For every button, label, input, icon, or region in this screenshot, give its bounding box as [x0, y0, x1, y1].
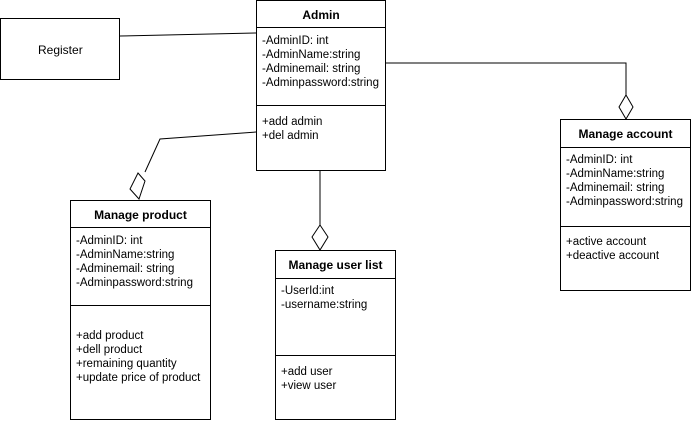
admin-attributes: -AdminID: int -AdminName:string -Adminem… — [262, 34, 383, 90]
attribute: -Adminpassword:string — [566, 196, 683, 208]
manage-user-list-title: Manage user list — [288, 258, 383, 272]
admin-class-divider — [257, 105, 385, 106]
register-label: Register — [38, 43, 83, 57]
manage-account-class: Manage account -AdminID: int -AdminName:… — [560, 119, 691, 291]
attribute: -username:string — [281, 299, 368, 311]
manage-product-divider — [71, 227, 210, 228]
manage-product-methods: +add product +dell product +remaining qu… — [76, 329, 208, 385]
admin-methods: +add admin +del admin — [262, 115, 383, 143]
method: +update price of product — [76, 372, 201, 384]
attribute: -UserId:int — [281, 285, 335, 297]
manage-product-class: Manage product -AdminID: int -AdminName:… — [70, 200, 211, 420]
method: +dell product — [76, 344, 143, 356]
manage-account-methods: +active account +deactive account — [566, 235, 688, 263]
admin-account-line — [385, 62, 627, 95]
manage-user-list-divider — [276, 355, 395, 356]
admin-class-title: Admin — [302, 8, 340, 22]
attribute: -AdminID: int — [76, 235, 143, 247]
method: +deactive account — [566, 250, 660, 262]
manage-account-divider — [561, 147, 690, 148]
attribute: -AdminName:string — [566, 168, 665, 180]
attribute: -Adminemail: string — [566, 182, 665, 194]
method: +del admin — [262, 130, 319, 142]
manage-product-divider — [71, 305, 210, 306]
manage-user-list-methods: +add user +view user — [281, 365, 393, 393]
admin-class: Admin -AdminID: int -AdminName:string -A… — [256, 0, 386, 171]
admin-product-line — [144, 131, 257, 173]
manage-product-attributes: -AdminID: int -AdminName:string -Adminem… — [76, 234, 208, 290]
manage-user-list-attributes: -UserId:int -username:string — [281, 284, 393, 312]
product-aggregation-diamond — [129, 172, 146, 200]
method: +active account — [566, 236, 647, 248]
method: +remaining quantity — [76, 358, 177, 370]
manage-account-divider — [561, 226, 690, 227]
attribute: -AdminID: int — [262, 35, 329, 47]
method: +add user — [281, 366, 333, 378]
attribute: -AdminID: int — [566, 154, 633, 166]
admin-class-divider — [257, 27, 385, 28]
manage-user-list-class: Manage user list -UserId:int -username:s… — [275, 250, 396, 420]
manage-account-attributes: -AdminID: int -AdminName:string -Adminem… — [566, 153, 688, 209]
attribute: -Adminpassword:string — [262, 77, 379, 89]
attribute: -AdminName:string — [262, 49, 361, 61]
register-box: Register — [0, 18, 120, 80]
method: +view user — [281, 380, 337, 392]
account-aggregation-diamond — [618, 94, 634, 120]
manage-product-title: Manage product — [94, 208, 187, 222]
attribute: -Adminpassword:string — [76, 277, 193, 289]
attribute: -Adminemail: string — [76, 263, 175, 275]
manage-user-list-divider — [276, 278, 395, 279]
method: +add admin — [262, 116, 323, 128]
manage-account-title: Manage account — [578, 127, 673, 141]
attribute: -Adminemail: string — [262, 63, 361, 75]
method: +add product — [76, 330, 144, 342]
register-admin-line — [119, 32, 257, 37]
attribute: -AdminName:string — [76, 249, 175, 261]
userlist-aggregation-diamond — [311, 224, 329, 251]
